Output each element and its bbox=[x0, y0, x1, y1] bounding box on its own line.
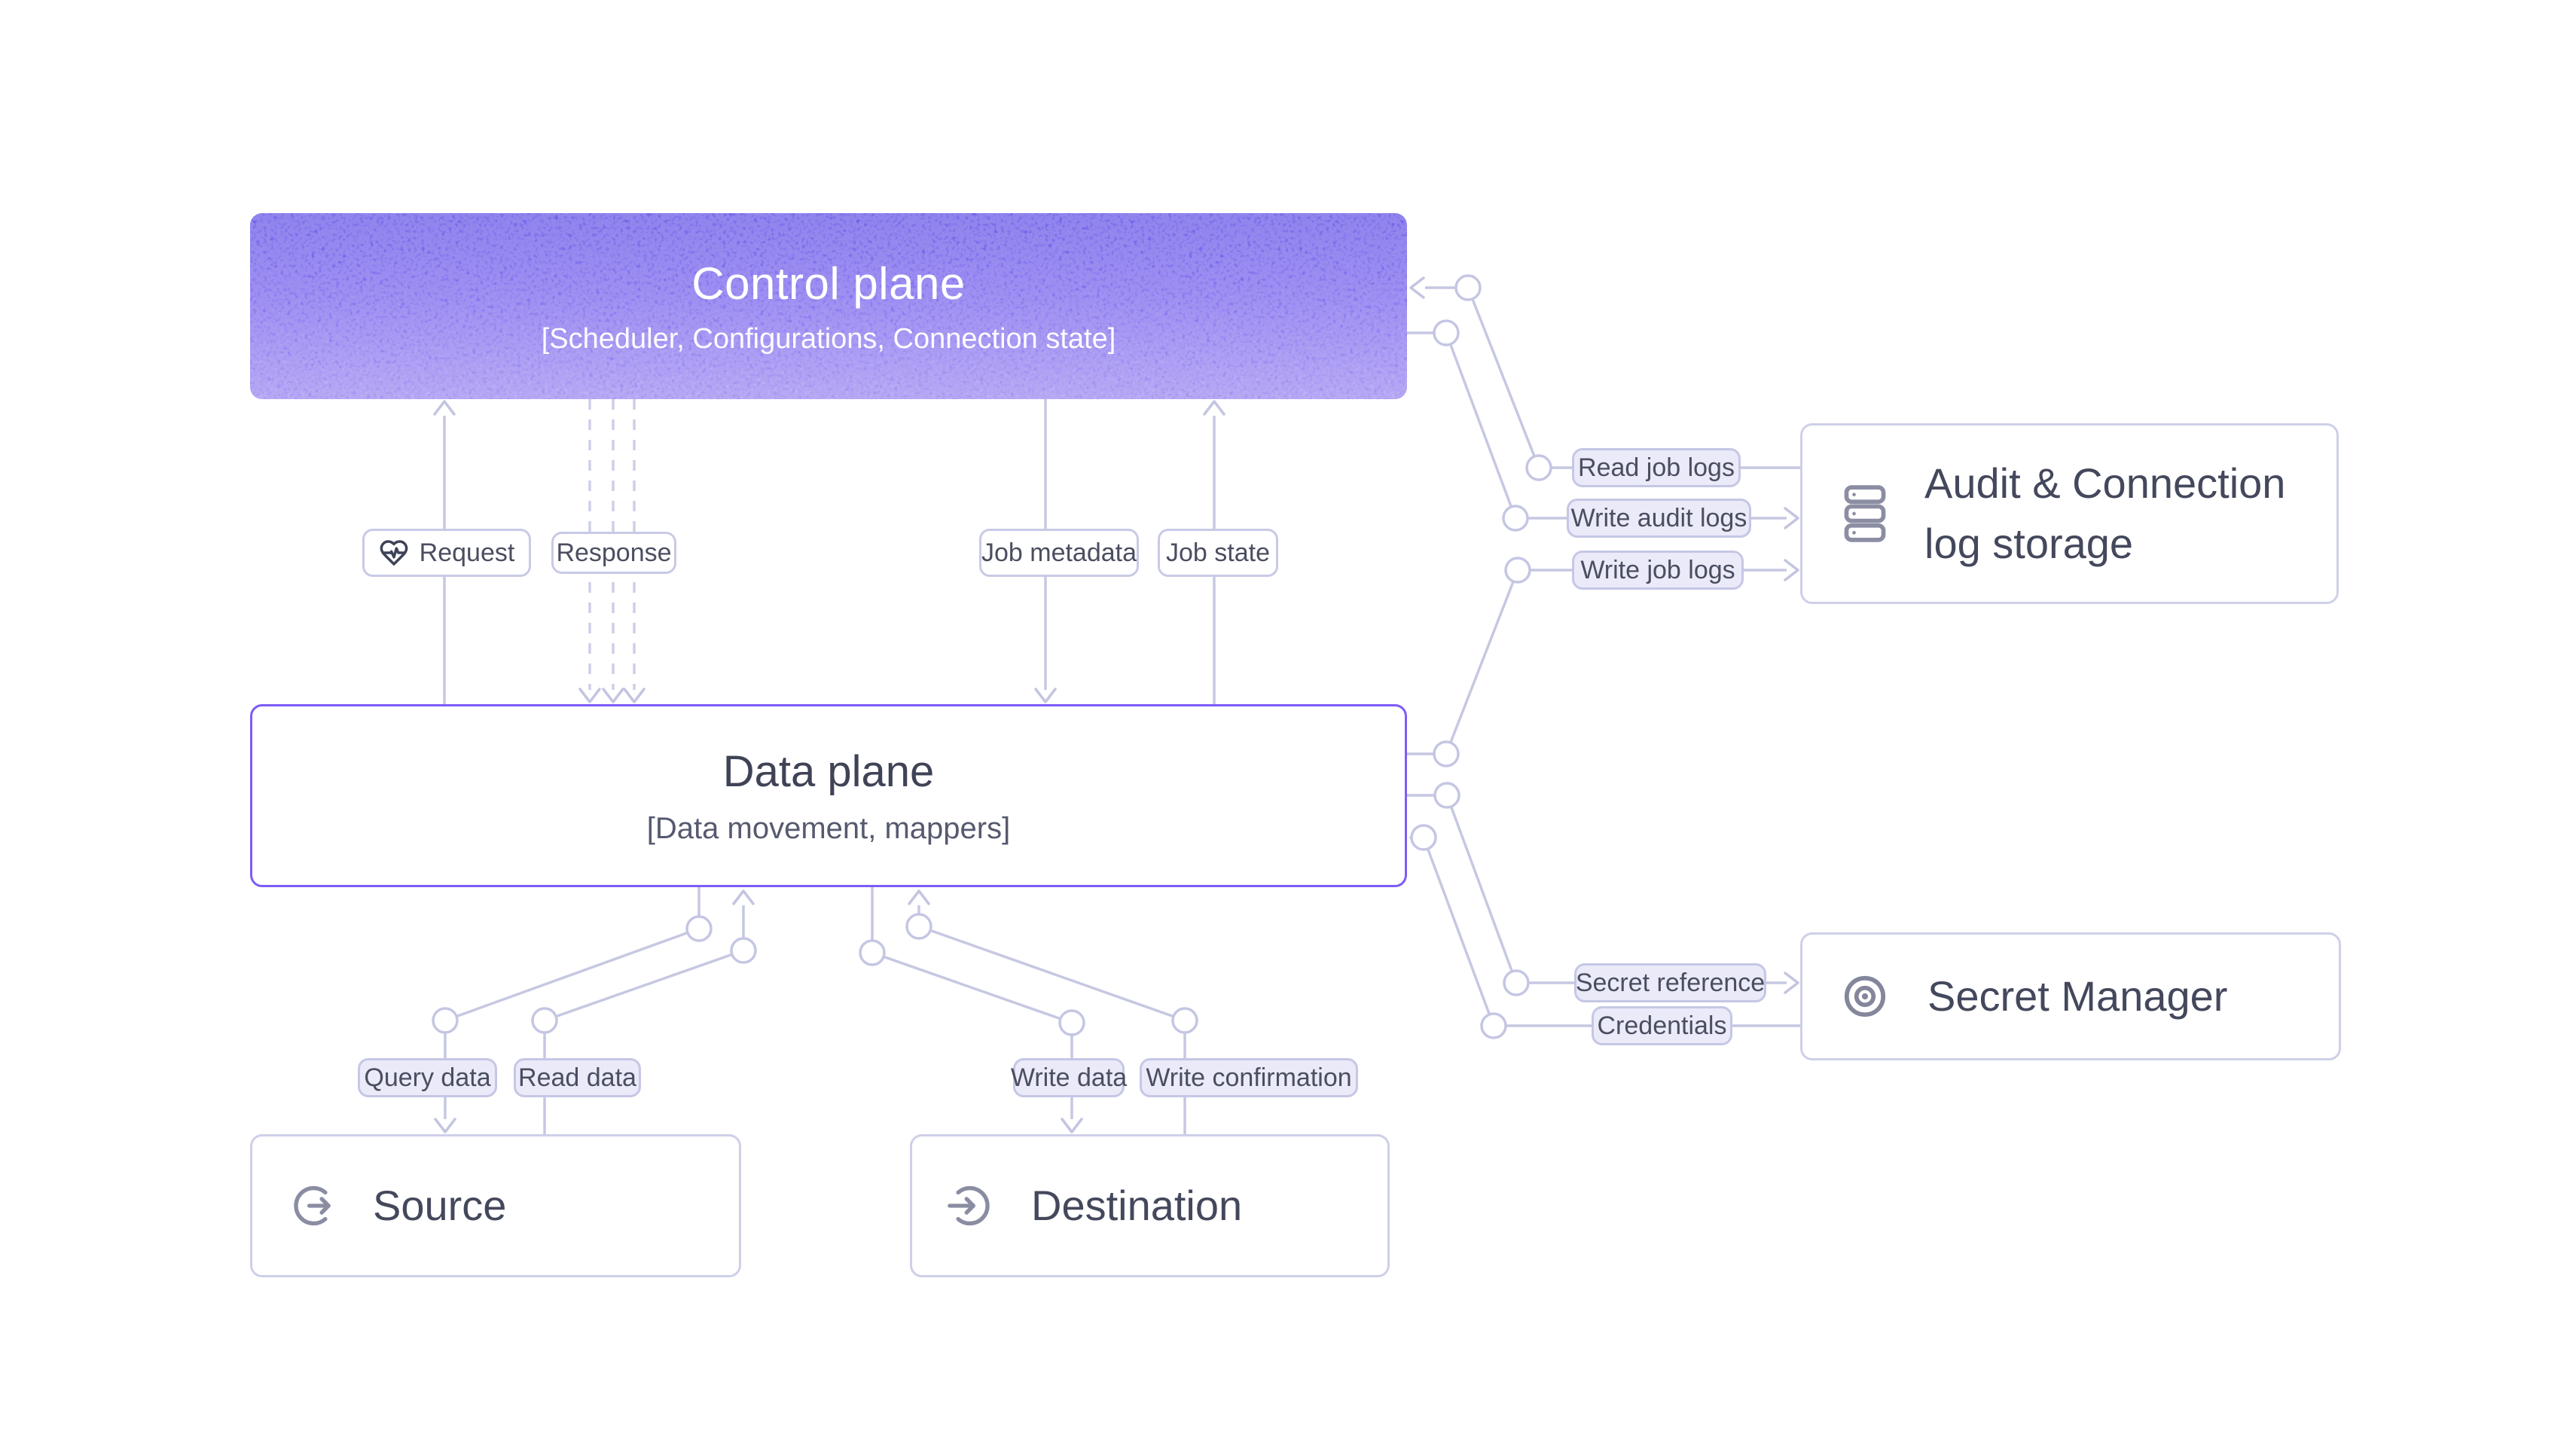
arrow-up-request bbox=[433, 400, 456, 416]
write-job-logs-label: Write job logs bbox=[1572, 551, 1744, 590]
write-confirmation-line bbox=[917, 905, 1186, 1134]
write-job-logs-line bbox=[1407, 569, 1787, 755]
job-metadata-label-text: Job metadata bbox=[981, 538, 1137, 567]
connector-nodes bbox=[432, 274, 1552, 1039]
control-plane-title: Control plane bbox=[691, 258, 966, 309]
request-label-text: Request bbox=[419, 538, 515, 567]
audit-log-storage-box: Audit & Connection log storage bbox=[1800, 423, 2339, 604]
control-plane-box: Control plane [Scheduler, Configurations… bbox=[250, 213, 1407, 399]
query-data-label-text: Query data bbox=[364, 1063, 491, 1092]
response-label-text: Response bbox=[556, 538, 672, 567]
arrow-right-write-audit-logs bbox=[1784, 507, 1799, 529]
write-job-logs-label-text: Write job logs bbox=[1580, 555, 1735, 584]
control-plane-subtitle: [Scheduler, Configurations, Connection s… bbox=[541, 322, 1116, 355]
arrow-left-read-job-logs bbox=[1409, 276, 1425, 299]
arrow-down-response-2 bbox=[602, 688, 624, 703]
arrow-down-query-data bbox=[434, 1118, 456, 1133]
arrow-into-circle-icon bbox=[948, 1185, 990, 1226]
job-state-label: Job state bbox=[1158, 529, 1278, 577]
write-data-label: Write data bbox=[1010, 1058, 1128, 1097]
arrow-right-write-job-logs bbox=[1784, 559, 1799, 581]
source-title: Source bbox=[373, 1182, 507, 1230]
job-state-label-text: Job state bbox=[1166, 538, 1270, 567]
read-data-label-text: Read data bbox=[518, 1063, 636, 1092]
secret-reference-label: Secret reference bbox=[1574, 963, 1766, 1002]
secret-manager-box: Secret Manager bbox=[1800, 932, 2341, 1060]
data-plane-title: Data plane bbox=[722, 746, 935, 796]
secret-manager-title: Secret Manager bbox=[1927, 972, 2228, 1020]
source-box: Source bbox=[250, 1134, 741, 1277]
arrow-up-read-data bbox=[732, 889, 755, 905]
destination-title: Destination bbox=[1031, 1182, 1243, 1230]
credentials-label: Credentials bbox=[1592, 1006, 1732, 1045]
write-audit-logs-label-text: Write audit logs bbox=[1570, 503, 1747, 532]
heart-pulse-icon bbox=[380, 540, 408, 566]
request-label: Request bbox=[362, 529, 531, 577]
noise-texture bbox=[250, 213, 1407, 399]
read-job-logs-label-text: Read job logs bbox=[1578, 453, 1735, 482]
read-data-line bbox=[543, 905, 745, 1134]
audit-log-storage-title: Audit & Connection log storage bbox=[1924, 459, 2286, 567]
write-confirmation-label: Write confirmation bbox=[1140, 1058, 1358, 1097]
arrow-down-response-1 bbox=[578, 688, 601, 703]
read-job-logs-line bbox=[1425, 286, 1800, 469]
write-audit-logs-line bbox=[1407, 331, 1787, 520]
server-stack-icon bbox=[1844, 485, 1886, 542]
write-confirmation-label-text: Write confirmation bbox=[1146, 1063, 1352, 1092]
arrow-down-response-3 bbox=[623, 688, 646, 703]
read-data-label: Read data bbox=[514, 1058, 641, 1097]
arrow-up-write-confirmation bbox=[908, 889, 930, 905]
query-data-label: Query data bbox=[358, 1058, 497, 1097]
arrow-up-job-state bbox=[1203, 400, 1225, 416]
write-audit-logs-label: Write audit logs bbox=[1567, 499, 1751, 538]
response-label: Response bbox=[551, 532, 676, 574]
arrow-down-write-data bbox=[1061, 1118, 1083, 1133]
credentials-label-text: Credentials bbox=[1597, 1011, 1727, 1040]
read-job-logs-label: Read job logs bbox=[1572, 448, 1741, 487]
destination-box: Destination bbox=[910, 1134, 1390, 1277]
secret-reference-line bbox=[1407, 794, 1787, 984]
arrow-down-job-metadata bbox=[1034, 688, 1057, 703]
data-plane-subtitle: [Data movement, mappers] bbox=[646, 811, 1011, 845]
arrow-right-secret-reference bbox=[1784, 972, 1799, 994]
secret-reference-label-text: Secret reference bbox=[1575, 968, 1766, 997]
arrow-out-of-circle-icon bbox=[294, 1185, 331, 1226]
eye-target-icon bbox=[1844, 975, 1886, 1017]
job-metadata-label: Job metadata bbox=[979, 529, 1139, 577]
write-data-label-text: Write data bbox=[1010, 1063, 1128, 1092]
data-plane-box: Data plane [Data movement, mappers] bbox=[250, 704, 1407, 887]
